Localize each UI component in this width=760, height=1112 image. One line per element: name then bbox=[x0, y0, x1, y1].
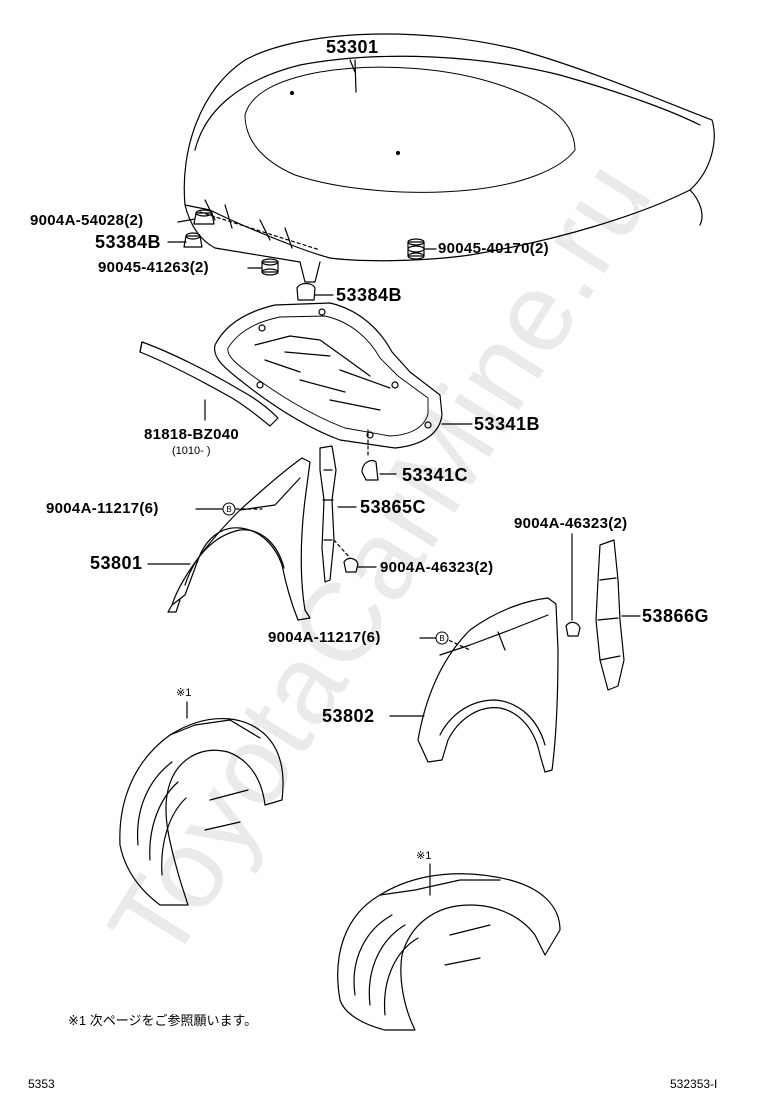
leader-53301 bbox=[349, 59, 356, 73]
hood-strip-drawing bbox=[139, 341, 279, 427]
label-9004a-11217-right: 9004A-11217(6) bbox=[268, 629, 381, 646]
liner-right-drawing bbox=[337, 873, 561, 1031]
callout-b-right-letter: B bbox=[439, 634, 444, 643]
fender-53801-drawing bbox=[167, 457, 311, 621]
label-81818-date: (1010- ) bbox=[172, 445, 211, 457]
label-81818-bz040: 81818-BZ040 bbox=[144, 426, 240, 443]
label-9004a-46323-left: 9004A-46323(2) bbox=[380, 559, 494, 576]
clip-53341c-drawing bbox=[361, 459, 379, 481]
callout-b-left bbox=[222, 502, 236, 516]
reference-note: ※1 次ページをご参照願います。 bbox=[68, 1013, 258, 1028]
figure-id: 532353-I bbox=[670, 1077, 718, 1091]
label-53801: 53801 bbox=[90, 553, 143, 573]
label-90045-41263: 90045-41263(2) bbox=[98, 259, 209, 276]
label-53866g: 53866G bbox=[642, 606, 710, 626]
label-ref-right: ※1 bbox=[416, 850, 432, 862]
label-53301: 53301 bbox=[326, 37, 379, 57]
label-53384b-left: 53384B bbox=[95, 232, 162, 252]
fender-53802-drawing bbox=[417, 597, 559, 773]
label-53865c: 53865C bbox=[360, 497, 427, 517]
callout-b-right bbox=[435, 631, 449, 645]
hood-drawing bbox=[183, 33, 715, 283]
label-9004a-46323-right: 9004A-46323(2) bbox=[514, 515, 628, 532]
callout-b-left-letter: B bbox=[226, 505, 231, 514]
liner-left-drawing bbox=[119, 717, 284, 906]
label-90045-40170: 90045-40170(2) bbox=[438, 240, 549, 257]
page-number: 5353 bbox=[28, 1077, 55, 1091]
label-53341c: 53341C bbox=[402, 465, 469, 485]
label-9004a-11217-left: 9004A-11217(6) bbox=[46, 500, 159, 517]
label-ref-left: ※1 bbox=[176, 687, 192, 699]
clip-drawing bbox=[343, 557, 359, 573]
clip-right-drawing bbox=[565, 621, 581, 637]
label-9004a-54028: 9004A-54028(2) bbox=[30, 212, 144, 229]
label-53384b-center: 53384B bbox=[336, 285, 403, 305]
insulator-drawing bbox=[213, 302, 443, 449]
label-53802: 53802 bbox=[322, 706, 375, 726]
seal-53865c-drawing bbox=[319, 445, 337, 583]
label-53341b: 53341B bbox=[474, 414, 541, 434]
seal-53866g-drawing bbox=[595, 539, 625, 691]
